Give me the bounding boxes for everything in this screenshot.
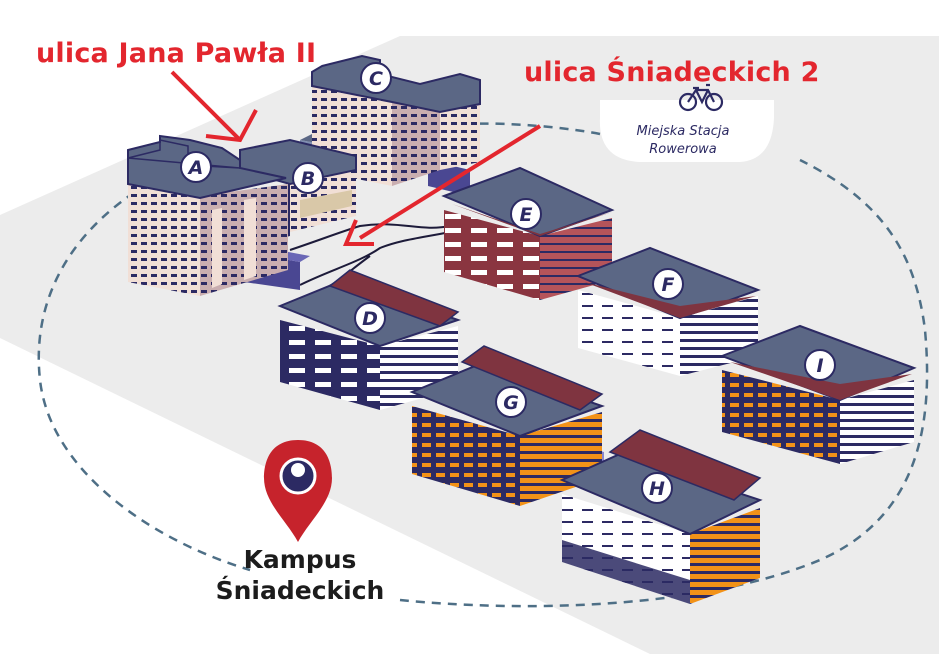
bicycle-icon — [678, 83, 724, 112]
building-label-circle — [804, 349, 836, 381]
building-label-circle — [360, 62, 392, 94]
campus-title-line2: Śniadeckich — [215, 576, 385, 605]
building-labels: A B C D E F G H I — [180, 62, 836, 504]
building-label-text: B — [301, 168, 315, 190]
building-label-g[interactable]: G — [495, 386, 527, 418]
building-label-text: D — [362, 308, 378, 330]
building-label-d[interactable]: D — [354, 302, 386, 334]
campus-boundary — [37, 122, 929, 608]
building-label-i[interactable]: I — [804, 349, 836, 381]
building-label-text: C — [369, 68, 383, 90]
building-label-circle — [510, 198, 542, 230]
building-label-circle — [180, 151, 212, 183]
arrow-jana-pawla — [170, 70, 258, 143]
building-label-text: H — [649, 478, 665, 500]
building-label-c[interactable]: C — [360, 62, 392, 94]
building-label-text: G — [503, 392, 519, 414]
building-a — [127, 134, 288, 296]
campus-title-line1: Kampus — [243, 545, 357, 574]
building-label-text: F — [662, 274, 675, 296]
building-label-text: E — [520, 204, 533, 226]
building-label-circle — [354, 302, 386, 334]
building-label-text: I — [816, 355, 823, 377]
bike-station-cutout — [599, 100, 774, 162]
building-g — [409, 345, 605, 506]
building-label-circle — [292, 162, 324, 194]
building-label-text: A — [187, 157, 204, 179]
building-label-f[interactable]: F — [652, 268, 684, 300]
building-label-a[interactable]: A — [180, 151, 212, 183]
building-label-circle — [641, 472, 673, 504]
building-label-h[interactable]: H — [641, 472, 673, 504]
building-label-circle — [652, 268, 684, 300]
map-pin-icon — [264, 440, 332, 542]
street-label-jana-pawla: ulica Jana Pawła II — [36, 38, 317, 69]
building-label-circle — [495, 386, 527, 418]
street-label-sniadeckich: ulica Śniadeckich 2 — [524, 57, 820, 88]
arrow-sniadeckich — [343, 124, 542, 246]
bike-station-label-line2: Rowerowa — [649, 142, 717, 157]
building-label-b[interactable]: B — [292, 162, 324, 194]
bike-station-label-line1: Miejska Stacja — [636, 124, 730, 139]
building-label-e[interactable]: E — [510, 198, 542, 230]
